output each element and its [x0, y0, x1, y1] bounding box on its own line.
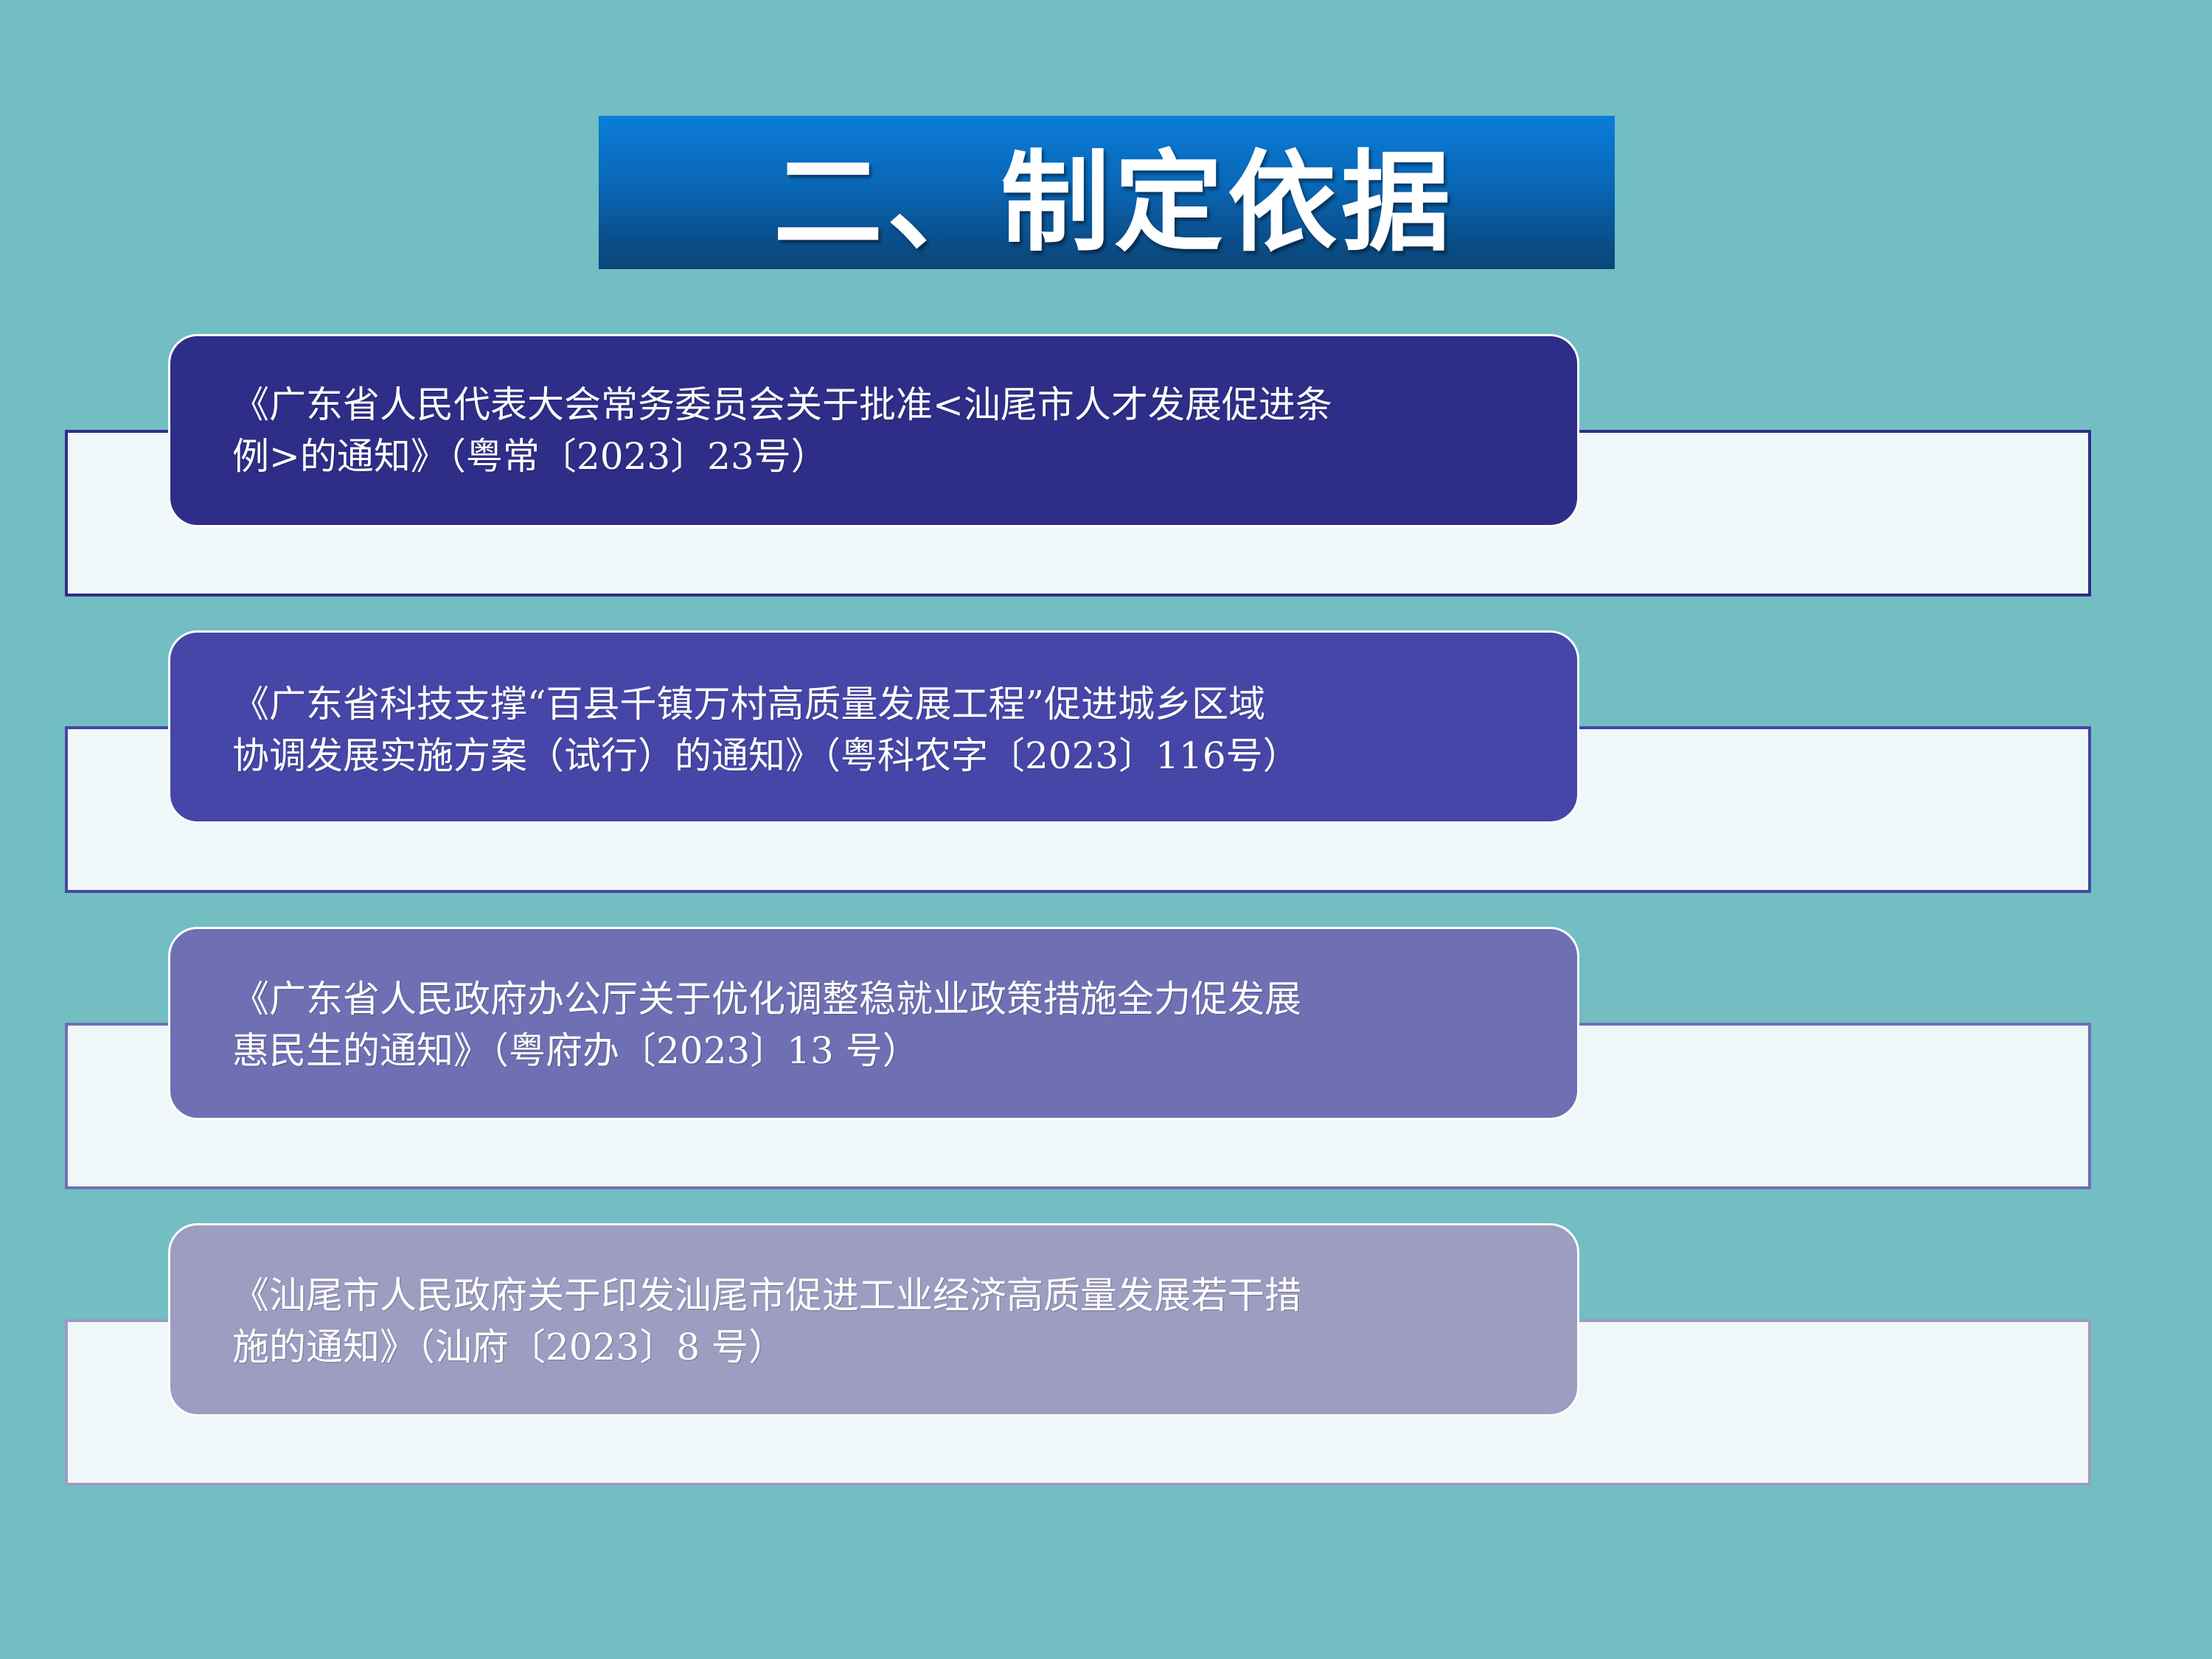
item-2-text: 《广东省科技支撑“百县千镇万村高质量发展工程”促进城乡区域 协调发展实施方案（试…: [232, 678, 1545, 782]
item-2-line-2: 协调发展实施方案（试行）的通知》（粤科农字〔2023〕116号）: [232, 734, 1300, 777]
item-4-line-1: 《汕尾市人民政府关于印发汕尾市促进工业经济高质量发展若干措: [232, 1274, 1301, 1317]
item-3-line-1: 《广东省人民政府办公厅关于优化调整稳就业政策措施全力促发展: [232, 978, 1301, 1020]
title-banner: 二、制定依据: [599, 116, 1615, 269]
item-1-text: 《广东省人民代表大会常务委员会关于批准<汕尾市人才发展促进条 例>的通知》（粤常…: [232, 379, 1545, 482]
item-3-text: 《广东省人民政府办公厅关于优化调整稳就业政策措施全力促发展 惠民生的通知》（粤府…: [232, 973, 1545, 1077]
item-3-line-2: 惠民生的通知》（粤府办〔2023〕13 号）: [232, 1029, 919, 1072]
item-4-card: 《汕尾市人民政府关于印发汕尾市促进工业经济高质量发展若干措 施的通知》（汕府〔2…: [168, 1223, 1579, 1416]
item-1-line-1: 《广东省人民代表大会常务委员会关于批准<汕尾市人才发展促进条: [232, 383, 1332, 426]
item-2-line-1: 《广东省科技支撑“百县千镇万村高质量发展工程”促进城乡区域: [232, 683, 1266, 726]
item-1-card: 《广东省人民代表大会常务委员会关于批准<汕尾市人才发展促进条 例>的通知》（粤常…: [168, 334, 1579, 527]
item-4-text: 《汕尾市人民政府关于印发汕尾市促进工业经济高质量发展若干措 施的通知》（汕府〔2…: [232, 1270, 1545, 1373]
item-3-card: 《广东省人民政府办公厅关于优化调整稳就业政策措施全力促发展 惠民生的通知》（粤府…: [168, 927, 1579, 1120]
slide-title: 二、制定依据: [773, 139, 1455, 266]
item-1-line-2: 例>的通知》（粤常〔2023〕23号）: [232, 435, 828, 478]
item-2-card: 《广东省科技支撑“百县千镇万村高质量发展工程”促进城乡区域 协调发展实施方案（试…: [168, 630, 1579, 824]
item-4-line-2: 施的通知》（汕府〔2023〕8 号）: [232, 1326, 785, 1368]
